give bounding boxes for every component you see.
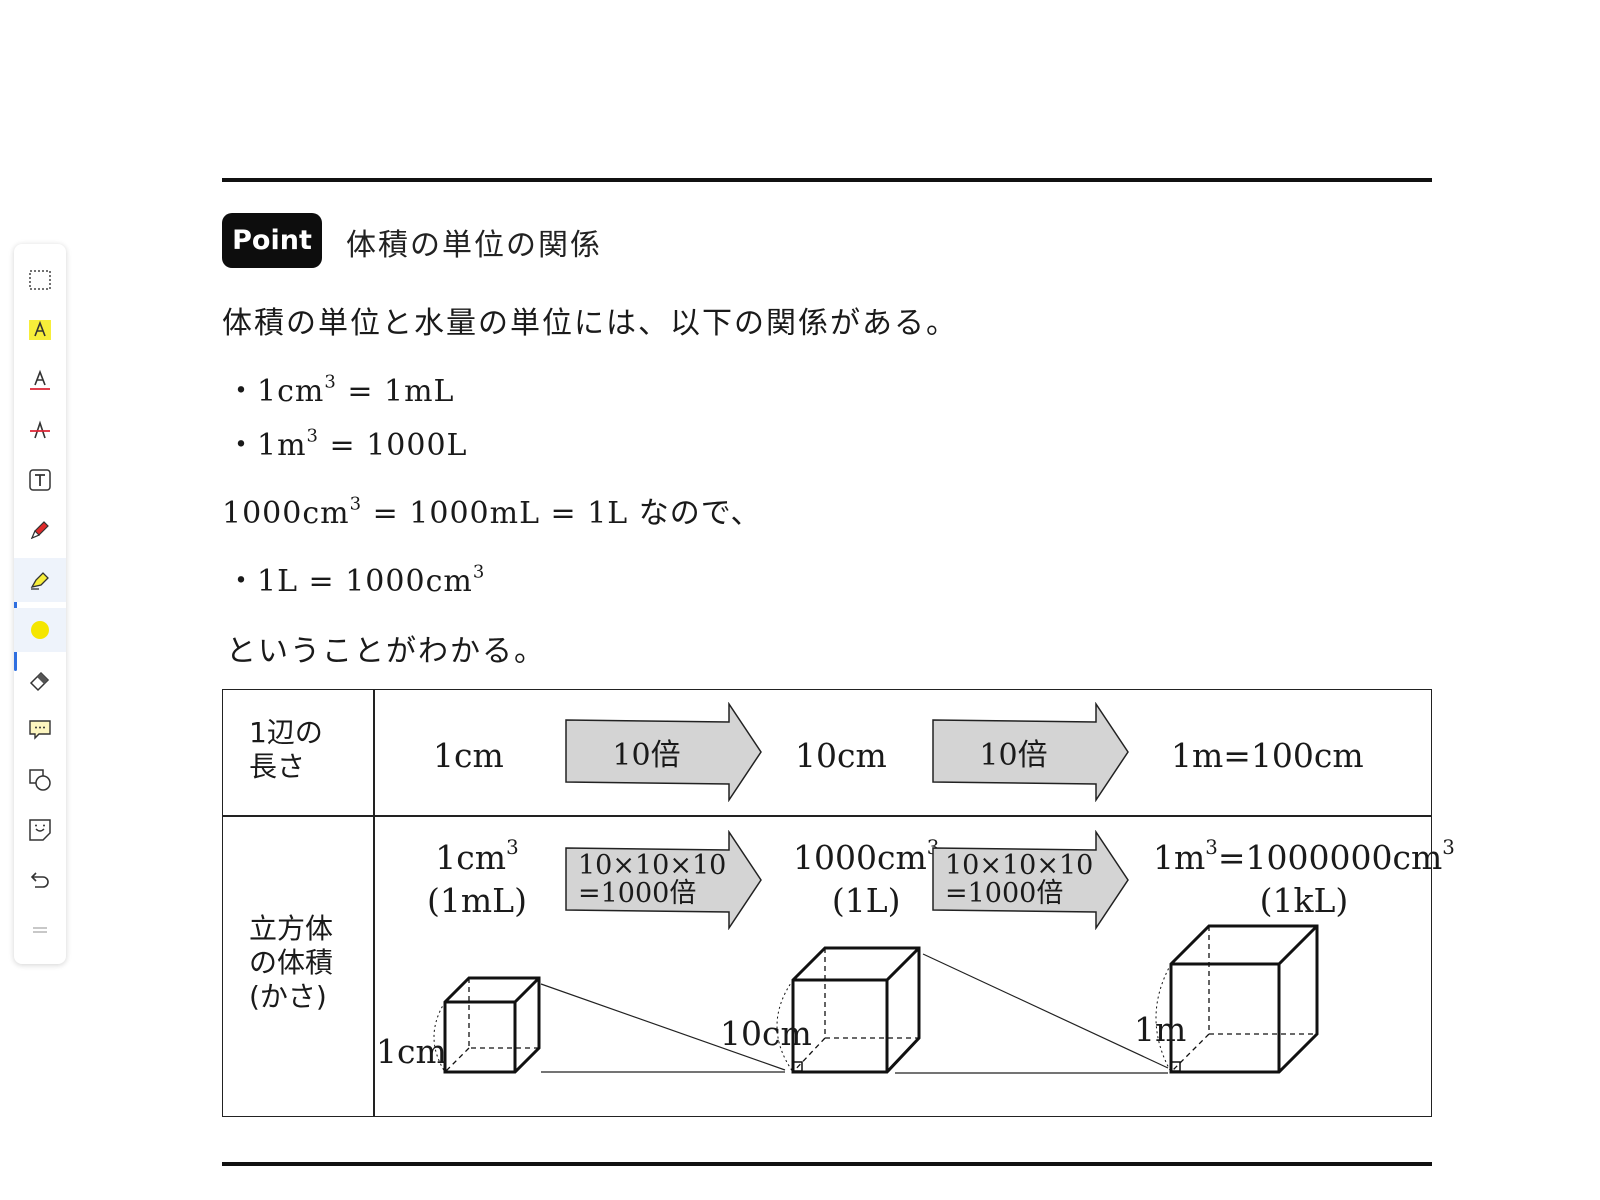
highlight-text-tool[interactable] <box>14 308 66 352</box>
top-rule <box>222 178 1432 182</box>
comment-tool[interactable] <box>14 708 66 752</box>
cube-illustrations <box>433 924 1319 1074</box>
volume-1000cm3: 1000cm3 (1L) <box>793 838 939 920</box>
dashed-rect-icon <box>29 270 51 290</box>
arrow-side-x10-a: 10倍 <box>564 701 764 806</box>
conclusion-text: ということがわかる。 <box>226 634 546 669</box>
bullet-cm3-ml: ・1cm3 = 1mL <box>226 371 455 409</box>
cube-1cm <box>433 976 541 1074</box>
shapes-tool[interactable] <box>14 758 66 802</box>
row-header-side-length: 1辺の 長さ <box>249 716 323 783</box>
row-header-volume: 立方体 の体積 (かさ) <box>249 912 334 1013</box>
point-title: 体積の単位の関係 <box>346 228 602 263</box>
textbox-tool[interactable] <box>14 458 66 502</box>
comment-icon <box>29 720 51 740</box>
unit-table: 1辺の 長さ 1cm 10倍 10cm 10倍 1m=100cm 立方体 の体積… <box>222 689 1455 1117</box>
underline-text-tool[interactable] <box>14 358 66 402</box>
sticker-tool[interactable] <box>14 808 66 852</box>
arrow-volume-x1000-a: 10×10×10 =1000倍 <box>564 829 764 934</box>
cube-1m <box>1155 924 1319 1074</box>
arrow-volume-x1000-b: 10×10×10 =1000倍 <box>931 829 1131 934</box>
arrow-side-x10-b: 10倍 <box>931 701 1131 806</box>
drag-handle[interactable] <box>14 908 66 952</box>
undo-button[interactable] <box>14 858 66 902</box>
side-10cm: 10cm <box>795 736 887 775</box>
grip-icon <box>33 927 47 933</box>
cube-10cm <box>776 946 921 1074</box>
point-badge: Point <box>222 213 322 268</box>
sticker-icon <box>29 819 51 841</box>
strikethrough-text-tool[interactable] <box>14 408 66 452</box>
yellow-highlighter-icon <box>30 572 49 590</box>
annotation-toolbar <box>14 244 66 964</box>
eraser-tool[interactable] <box>14 658 66 702</box>
bullet-m3-l: ・1m3 = 1000L <box>226 425 468 463</box>
undo-icon <box>30 872 49 888</box>
side-1m: 1m=100cm <box>1171 736 1364 775</box>
bullet-l-cm3: ・1L = 1000cm3 <box>226 561 486 599</box>
underlined-a-icon <box>30 369 50 390</box>
highlighted-a-icon <box>29 320 51 340</box>
cube-label-10cm: 10cm <box>720 1014 812 1053</box>
shapes-icon <box>29 769 51 791</box>
volume-1m3: 1m3=1000000cm3 (1kL) <box>1153 836 1455 920</box>
cube-label-1cm: 1cm <box>376 1032 447 1071</box>
intro-text: 体積の単位と水量の単位には、以下の関係がある。 <box>222 306 958 341</box>
bottom-rule <box>222 1162 1432 1166</box>
red-pen-icon <box>30 521 49 540</box>
yellow-dot-icon <box>31 621 49 639</box>
text-box-icon <box>29 469 51 491</box>
cube-label-1m: 1m <box>1134 1010 1187 1049</box>
highlighter-tool[interactable] <box>14 558 66 602</box>
strikethrough-a-icon <box>30 420 50 439</box>
color-picker[interactable] <box>14 608 66 652</box>
side-1cm: 1cm <box>433 736 504 775</box>
eraser-icon <box>29 671 50 692</box>
volume-1cm3: 1cm3 (1mL) <box>427 836 527 920</box>
select-tool[interactable] <box>14 258 66 302</box>
pen-tool[interactable] <box>14 508 66 552</box>
line-1000cm3: 1000cm3 = 1000mL = 1L なので、 <box>222 493 762 531</box>
